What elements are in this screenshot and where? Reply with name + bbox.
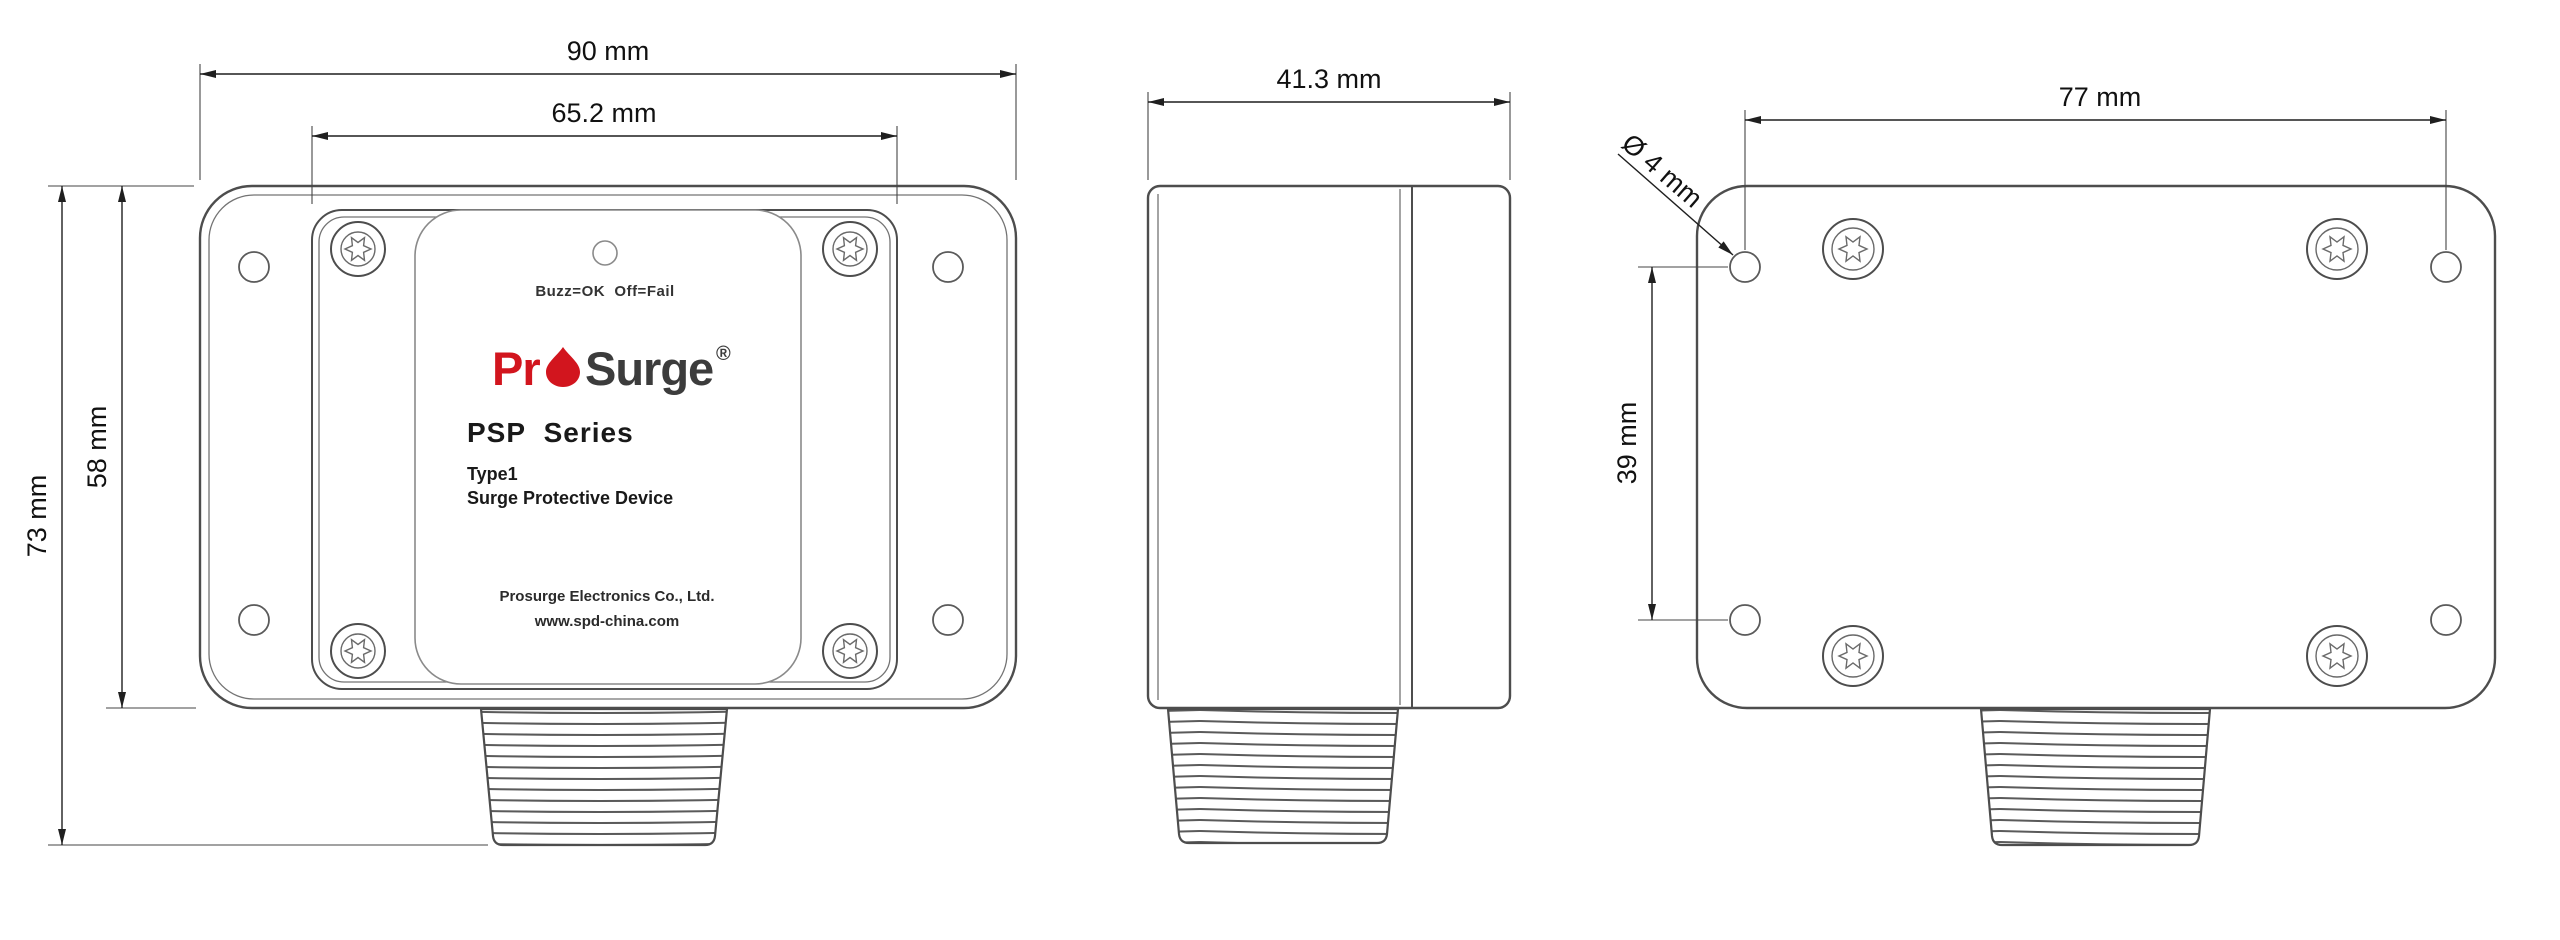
torx-screw-boss-icon (1822, 218, 1884, 280)
back-enclosure-body (1695, 184, 2497, 710)
torx-screw-icon (822, 623, 878, 679)
brand-logo: Pr Surge ® (492, 342, 731, 395)
registered-mark: ® (716, 343, 731, 365)
dimension-label-39mm: 39 mm (1612, 402, 1642, 485)
front-mounting-hole-bottom-left (238, 604, 270, 636)
type-label: Type1 (467, 464, 518, 484)
torx-screw-icon (330, 623, 386, 679)
back-mounting-hole-bottom-left (1729, 604, 1761, 636)
dimension-front-overall-height: 73 mm (18, 185, 488, 846)
dimension-label-73mm: 73 mm (22, 475, 52, 558)
side-conduit-connector (1166, 707, 1400, 845)
website-label: www.spd-china.com (534, 613, 679, 630)
dimension-label-65-2mm: 65.2 mm (551, 98, 656, 128)
brand-suffix-text: Surge (585, 342, 713, 395)
side-view-dimensions: 41.3 mm (1147, 60, 1511, 180)
series-label: PSP Series (467, 417, 634, 448)
torx-screw-icon (822, 221, 878, 277)
led-indicator (592, 240, 618, 266)
dimension-label-41-3mm: 41.3 mm (1276, 64, 1381, 94)
dimension-front-overall-width: 90 mm (199, 32, 1017, 180)
dimension-label-90mm: 90 mm (567, 36, 650, 66)
back-view (1695, 184, 2497, 847)
company-label: Prosurge Electronics Co., Ltd. (499, 588, 714, 605)
front-mounting-hole-top-left (238, 251, 270, 283)
torx-screw-boss-icon (2306, 625, 2368, 687)
front-mounting-hole-top-right (932, 251, 964, 283)
front-view-dimensions: 90 mm 65.2 mm 73 mm 58 mm (18, 32, 1017, 846)
brand-prefix-text: Pr (492, 342, 540, 395)
dimension-label-77mm: 77 mm (2059, 82, 2142, 112)
back-mounting-hole-bottom-right (2430, 604, 2462, 636)
front-enclosure-inner-line (208, 194, 1008, 700)
back-mounting-hole-top-left (1729, 251, 1761, 283)
back-conduit-connector (1979, 707, 2212, 847)
dimension-back-hole-vertical-span: 39 mm (1608, 266, 1728, 621)
flame-icon (546, 347, 580, 387)
torx-screw-icon (330, 221, 386, 277)
product-label-plate (414, 209, 802, 685)
front-conduit-connector (479, 707, 729, 847)
side-view (1146, 184, 1512, 845)
device-label: Surge Protective Device (467, 488, 673, 508)
dimension-back-hole-span-horizontal: 77 mm (1744, 78, 2447, 250)
front-mounting-hole-bottom-right (932, 604, 964, 636)
dimension-front-body-height: 58 mm (78, 186, 196, 709)
dimension-side-depth: 41.3 mm (1147, 60, 1511, 180)
back-mounting-hole-top-right (2430, 251, 2462, 283)
torx-screw-boss-icon (2306, 218, 2368, 280)
led-status-label: Buzz=OK Off=Fail (535, 283, 674, 300)
front-view: Buzz=OK Off=Fail Pr Surge ® PSP Series T… (198, 184, 1018, 847)
dimension-label-58mm: 58 mm (82, 406, 112, 489)
torx-screw-boss-icon (1822, 625, 1884, 687)
dimension-label-dia-4mm: Ø 4 mm (1616, 128, 1708, 214)
dimension-front-cover-width: 65.2 mm (311, 94, 898, 204)
side-enclosure-body (1146, 184, 1512, 710)
